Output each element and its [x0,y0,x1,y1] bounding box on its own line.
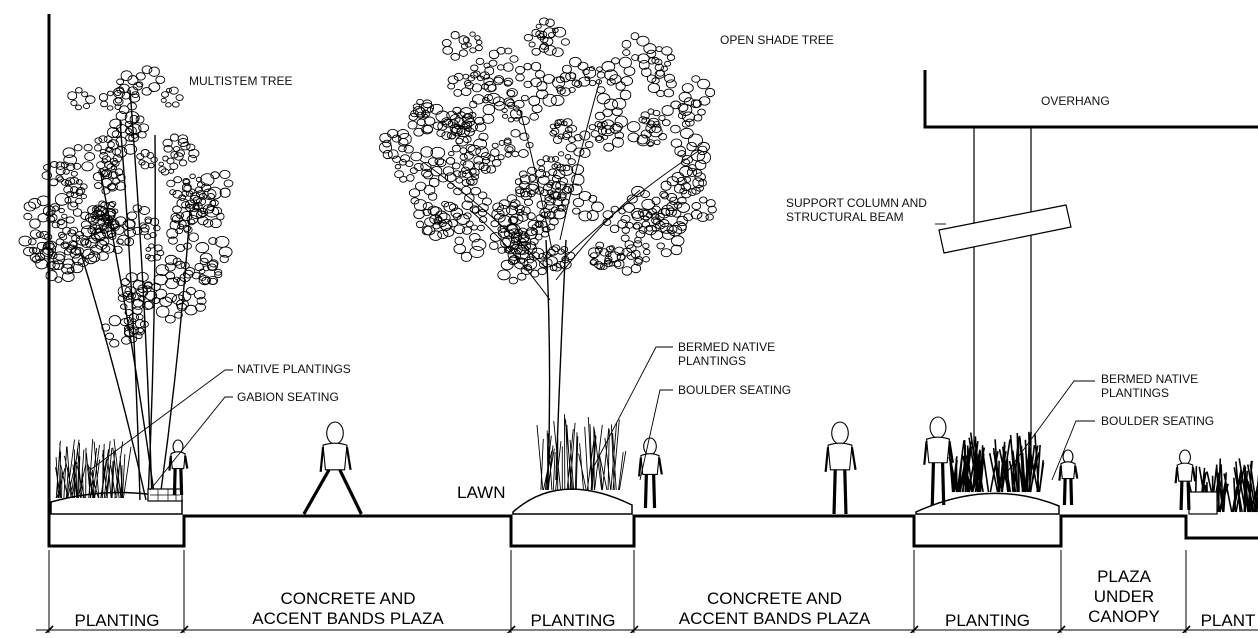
foliage-cluster [196,236,232,267]
gabion-seating-label: GABION SEATING [237,390,339,404]
person-head [930,417,946,438]
zone-label-planting-3: PLANTING [915,611,1060,631]
grass-tufts [537,414,626,490]
foliage-cluster [566,131,593,158]
zone-label-planting-2: PLANTING [512,611,634,631]
foliage-cluster [639,58,667,83]
boulder-seating-label-2: BOULDER SEATING [1101,414,1214,428]
foliage-cluster [68,88,95,110]
foliage-cluster [446,145,467,169]
person-head [327,422,344,444]
person-seated-1 [169,440,187,495]
bermed-native-plantings-label-2: BERMED NATIVE PLANTINGS [1101,372,1198,400]
leader-line [592,347,673,470]
person-torso [927,437,950,463]
foliage-cluster [137,149,158,168]
foliage-cluster [573,191,604,221]
person-legs [304,470,361,514]
foliage-cluster [614,248,642,275]
open-shade-tree-label: OPEN SHADE TREE [720,33,834,47]
foliage-cluster [622,33,656,63]
foliage-cluster [647,47,675,71]
person-seated-3 [1059,450,1077,505]
zone-label-concrete-plaza-1: CONCRETE AND ACCENT BANDS PLAZA [186,589,510,629]
person-legs [834,470,846,514]
planter-block [1189,492,1217,514]
multistem-tree-label: MULTISTEM TREE [189,74,293,88]
foliage-cluster [603,206,630,232]
support-column-label: SUPPORT COLUMN AND STRUCTURAL BEAM [786,196,927,224]
overhang-label: OVERHANG [1041,94,1110,108]
foliage-cluster [167,177,192,199]
foliage-cluster [442,31,468,60]
multistem-tree [19,66,233,500]
berm-2 [513,489,632,514]
foliage-cluster [469,95,495,125]
foliage-cluster [140,218,161,239]
person-legs [645,474,654,508]
foliage-cluster [136,66,165,95]
zone-label-planting-1: PLANTING [50,611,184,631]
foliage-cluster [24,196,56,228]
foliage-cluster [536,212,558,232]
person-torso [828,443,852,470]
native-plantings-label: NATIVE PLANTINGS [237,362,351,376]
person-standing [826,422,856,514]
boulder-seating-label-1: BOULDER SEATING [678,383,791,397]
foliage-cluster [489,47,518,71]
zone-label-planting-4: PLANT [1188,611,1258,631]
berm-3 [916,493,1059,514]
person-leaning [924,417,953,505]
open-shade-tree [380,18,717,480]
foliage-cluster [161,87,183,107]
zone-label-plaza-under-canopy: PLAZA UNDER CANOPY [1062,567,1186,627]
foliage-cluster [448,73,471,96]
person-seated-2 [639,438,662,508]
person-head [1180,450,1191,464]
bermed-native-plantings-label-1: BERMED NATIVE PLANTINGS [678,340,775,368]
foliage-cluster [199,264,222,285]
person-torso [1061,462,1075,479]
structural-beam [939,205,1071,253]
person-torso [171,452,185,469]
foliage-cluster [167,224,199,251]
person-legs [932,463,943,505]
foliage-cluster [556,73,581,96]
lawn-label: LAWN [457,483,506,503]
person-torso [323,443,347,470]
foliage-cluster [395,159,418,182]
tree-stem [148,135,155,500]
person-legs [1181,481,1189,510]
foliage-cluster [589,121,611,140]
foliage-cluster [648,70,676,97]
foliage-cluster [411,147,445,177]
person-legs [1064,479,1071,505]
foliage-cluster [462,187,492,213]
person-head [644,438,657,455]
person-walking [304,422,361,514]
foliage-cluster [99,90,121,110]
person-torso [1177,463,1193,481]
foliage-cluster [463,32,482,53]
tree-branch [560,80,600,240]
grass-tufts [949,432,1044,492]
foliage-cluster [454,227,486,262]
foliage-cluster [627,241,650,266]
person-head [1063,450,1073,463]
foliage-cluster [627,117,662,146]
zone-label-concrete-plaza-2: CONCRETE AND ACCENT BANDS PLAZA [636,589,913,629]
foliage-cluster [516,62,545,87]
person-head [832,422,849,444]
foliage-cluster [691,197,716,222]
foliage-cluster [95,136,115,154]
foliage-cluster [510,95,542,124]
foliage-cluster [383,133,414,162]
